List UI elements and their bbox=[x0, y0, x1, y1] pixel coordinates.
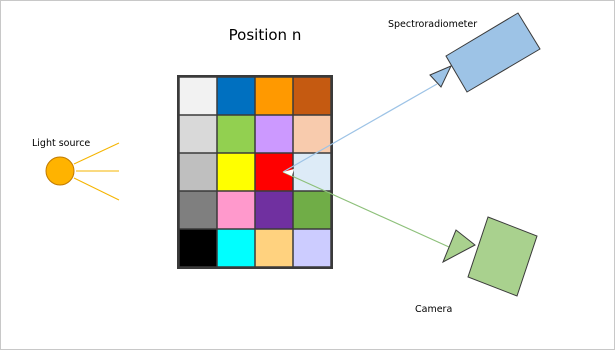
light-ray bbox=[73, 142, 120, 165]
color-patch-r2-c1 bbox=[179, 115, 217, 153]
color-patch-r5-c1 bbox=[179, 229, 217, 267]
color-patch-r4-c4 bbox=[293, 191, 331, 229]
camera-lens bbox=[442, 229, 476, 264]
diagram-title: Position n bbox=[229, 26, 302, 44]
sun-icon bbox=[45, 156, 75, 186]
color-patch-r1-c3 bbox=[255, 77, 293, 115]
color-patch-r1-c2 bbox=[217, 77, 255, 115]
color-patch-r5-c4 bbox=[293, 229, 331, 267]
camera-label: Camera bbox=[415, 304, 452, 315]
color-patch-r4-c1 bbox=[179, 191, 217, 229]
color-patch-r1-c4 bbox=[293, 77, 331, 115]
color-patch-r5-c3 bbox=[255, 229, 293, 267]
light-source-label: Light source bbox=[32, 138, 90, 149]
color-patch-r2-c2 bbox=[217, 115, 255, 153]
color-patch-r2-c3 bbox=[255, 115, 293, 153]
color-patch-r5-c2 bbox=[217, 229, 255, 267]
color-patch-r3-c2 bbox=[217, 153, 255, 191]
spectroradiometer-beam bbox=[282, 83, 438, 173]
color-patch-r1-c1 bbox=[179, 77, 217, 115]
target-spot-icon bbox=[283, 169, 294, 176]
camera-beam bbox=[282, 171, 450, 248]
spectroradiometer-label: Spectroradiometer bbox=[388, 19, 477, 30]
color-patch-r4-c3 bbox=[255, 191, 293, 229]
camera-body bbox=[467, 216, 538, 297]
color-patch-r4-c2 bbox=[217, 191, 255, 229]
light-ray bbox=[73, 177, 120, 201]
light-source-icon bbox=[45, 142, 120, 201]
spectroradiometer-lens bbox=[429, 65, 453, 88]
spectroradiometer-icon bbox=[429, 12, 541, 93]
spectroradiometer-body bbox=[445, 12, 541, 93]
color-checker-chart bbox=[177, 75, 333, 269]
camera-icon bbox=[442, 216, 538, 297]
color-patch-r2-c4 bbox=[293, 115, 331, 153]
color-patch-r3-c1 bbox=[179, 153, 217, 191]
color-patch-r3-c4 bbox=[293, 153, 331, 191]
